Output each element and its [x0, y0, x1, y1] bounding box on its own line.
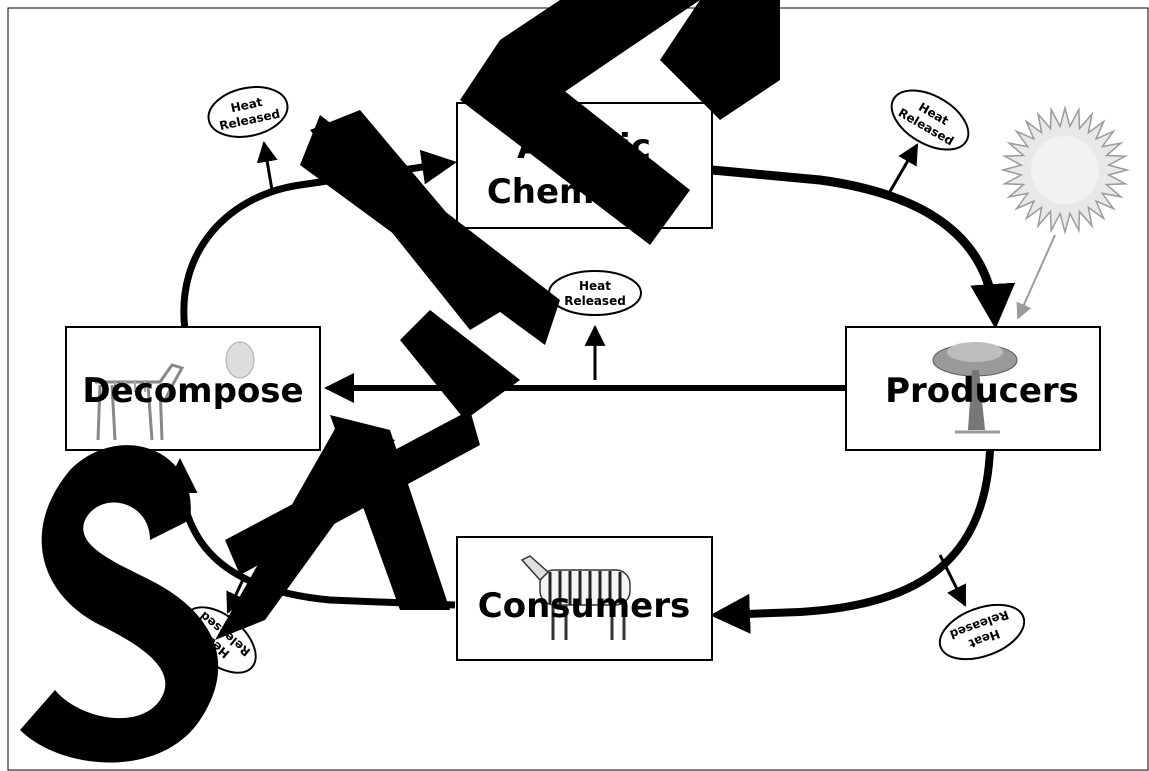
decompose-label: Decompose [82, 371, 303, 411]
zebra-icon [520, 555, 631, 640]
arrow-producers-to-consumers [710, 449, 994, 634]
heat-label-line1: Heat [229, 95, 263, 115]
heat-arrow-top-left [256, 140, 278, 191]
heat-released-top-left: Heat Released [207, 86, 289, 138]
skeleton-icon [95, 341, 255, 441]
node-consumers: Consumers [456, 536, 713, 661]
arrow-abiotic-to-producers [711, 165, 1016, 329]
sunlight-arrow [1016, 234, 1056, 320]
watermark-letter-m-stroke-2 [310, 110, 520, 330]
watermark-letter-a-stroke-2 [330, 415, 450, 610]
watermark-letter-m-stroke-3 [400, 310, 520, 420]
tree-icon [932, 342, 1018, 434]
node-decompose: Decompose [65, 326, 321, 451]
arrow-decompose-to-abiotic [180, 149, 457, 331]
producers-label: Producers [885, 371, 1079, 411]
heat-arrow-bottom-left [226, 574, 247, 614]
watermark-letter-p-stroke-1 [460, 40, 690, 245]
heat-released-top-right: Heat Released [890, 89, 970, 151]
watermark-letter-s [20, 445, 219, 763]
consumers-label: Consumers [478, 586, 690, 626]
heat-arrow-bottom-right [938, 554, 967, 607]
heat-label-line1: Heat [579, 279, 611, 293]
sample-watermark [20, 0, 780, 763]
heat-label-line2: Released [564, 294, 626, 308]
watermark-letter-p-stroke-2 [500, 0, 700, 95]
watermark-letter-l [660, 0, 780, 120]
node-producers: Producers [845, 326, 1101, 451]
heat-arrow-top-right [886, 143, 919, 196]
sun-icon [1000, 105, 1130, 235]
watermark-letter-a-bar [225, 410, 480, 575]
heat-released-bottom-right: Heat Released [938, 603, 1026, 661]
heat-released-center: Heat Released [548, 270, 642, 316]
